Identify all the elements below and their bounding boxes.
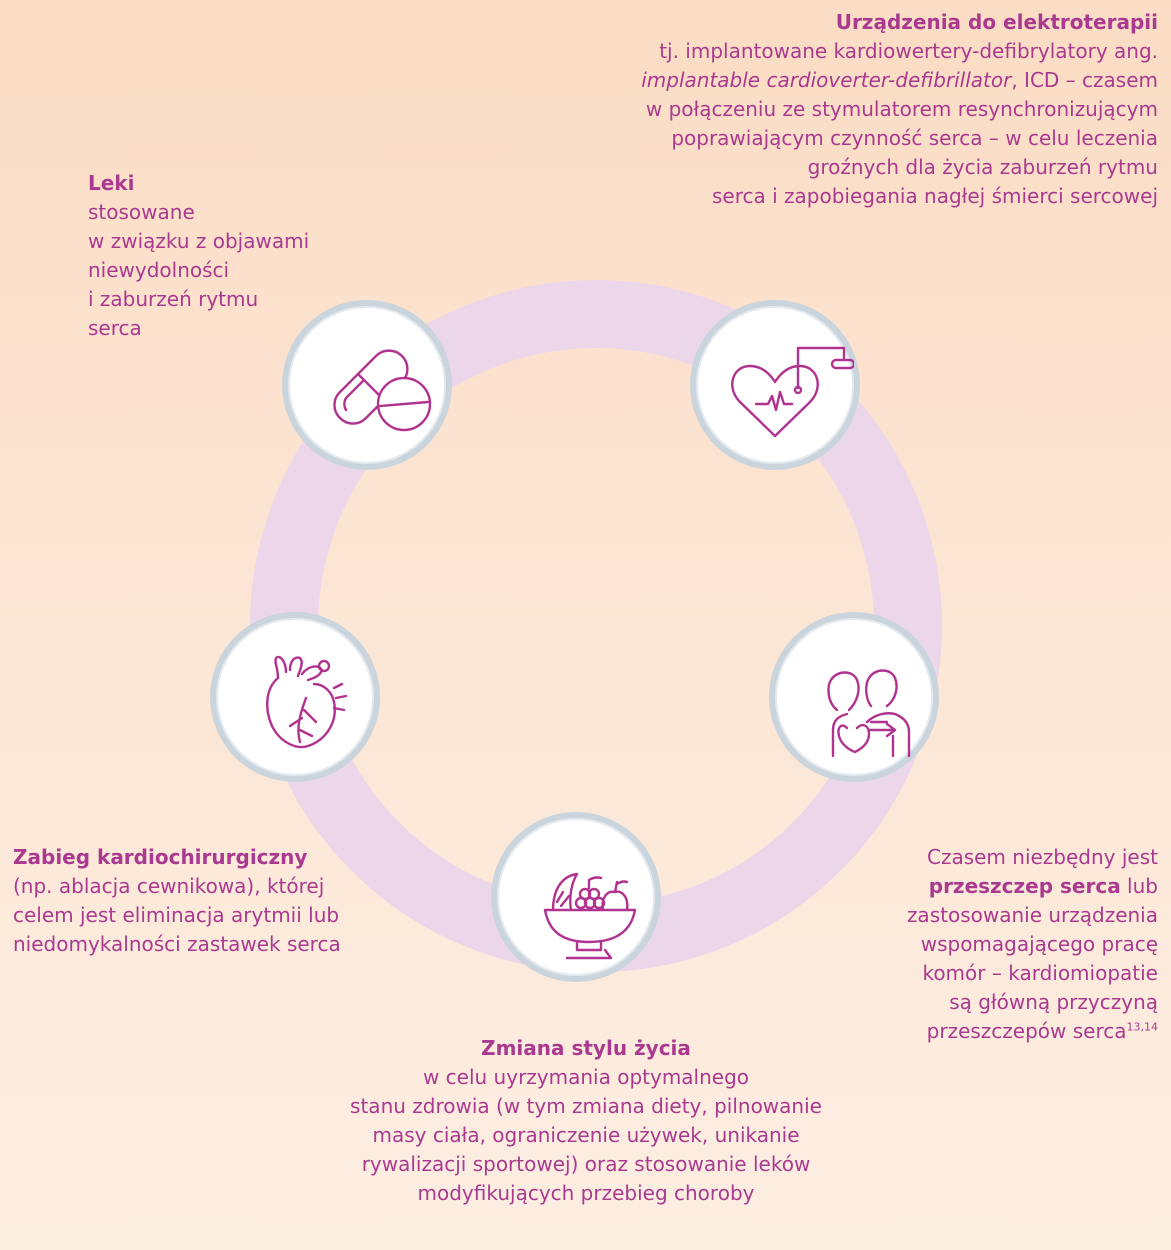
electrotherapy-line: serca i zapobiegania nagłej śmierci serc…: [711, 184, 1158, 208]
transplant-line: zastosowanie urządzenia: [906, 903, 1158, 927]
electrotherapy-text: Urządzenia do elektroterapii tj. implant…: [518, 8, 1158, 211]
surgery-line: niedomykalności zastawek serca: [13, 932, 341, 956]
surgery-line: celem jest eliminacja arytmii lub: [13, 903, 340, 927]
electrotherapy-line: w połączeniu ze stymulatorem resynchroni…: [645, 97, 1158, 121]
transplant-line: wspomagającego pracę: [920, 932, 1158, 956]
lifestyle-title: Zmiana stylu życia: [481, 1036, 691, 1060]
surgery-text: Zabieg kardiochirurgiczny (np. ablacja c…: [13, 843, 433, 959]
heart-device-icon: [731, 346, 854, 438]
lifestyle-line: w celu uyrzymania optymalnego: [422, 1065, 750, 1089]
medication-line: niewydolności: [88, 258, 230, 282]
transplant-text: Czasem niezbędny jest przeszczep serca l…: [838, 843, 1158, 1046]
surgery-title: Zabieg kardiochirurgiczny: [13, 845, 308, 869]
medication-line: stosowane: [88, 200, 195, 224]
electrotherapy-line: tj. implantowane kardiowertery-defibryla…: [659, 39, 1158, 63]
transplant-line: przeszczep serca lub: [928, 874, 1158, 898]
transplant-line: przeszczepów serca13,14: [926, 1019, 1158, 1043]
lifestyle-line: masy ciała, ograniczenie używek, unikani…: [372, 1123, 800, 1147]
medication-line: serca: [88, 316, 142, 340]
lifestyle-line: modyfikujących przebieg choroby: [417, 1181, 755, 1205]
medication-text: Leki stosowane w związku z objawami niew…: [88, 169, 348, 343]
pill-capsule-icon: [333, 349, 432, 432]
surgery-line: (np. ablacja cewnikowa), której: [13, 874, 325, 898]
heart-transplant-icon: [827, 669, 911, 758]
transplant-line: komór – kardiomiopatie: [922, 961, 1158, 985]
electrotherapy-line: implantable cardioverter-defibrillator, …: [641, 68, 1158, 92]
fruit-bowl-icon: [543, 872, 637, 960]
electrotherapy-node: [690, 300, 860, 470]
electrotherapy-line: poprawiającym czynność serca – w celu le…: [671, 126, 1158, 150]
transplant-line: Czasem niezbędny jest: [926, 845, 1158, 869]
medication-title: Leki: [88, 171, 135, 195]
electrotherapy-line: groźnych dla życia zaburzeń rytmu: [807, 155, 1158, 179]
medication-node: [282, 300, 452, 470]
transplant-node: [769, 612, 939, 782]
transplant-line: są główną przyczyną: [949, 990, 1158, 1014]
lifestyle-text: Zmiana stylu życia w celu uyrzymania opt…: [286, 1034, 886, 1208]
lifestyle-node: [491, 812, 661, 982]
lifestyle-line: stanu zdrowia (w tym zmiana diety, pilno…: [350, 1094, 822, 1118]
surgery-node: [210, 612, 380, 782]
medication-line: w związku z objawami: [88, 229, 310, 253]
medication-line: i zaburzeń rytmu: [88, 287, 259, 311]
electrotherapy-title: Urządzenia do elektroterapii: [835, 10, 1158, 34]
lifestyle-line: rywalizacji sportowej) oraz stosowanie l…: [361, 1152, 811, 1176]
anatomical-heart-icon: [266, 655, 348, 749]
